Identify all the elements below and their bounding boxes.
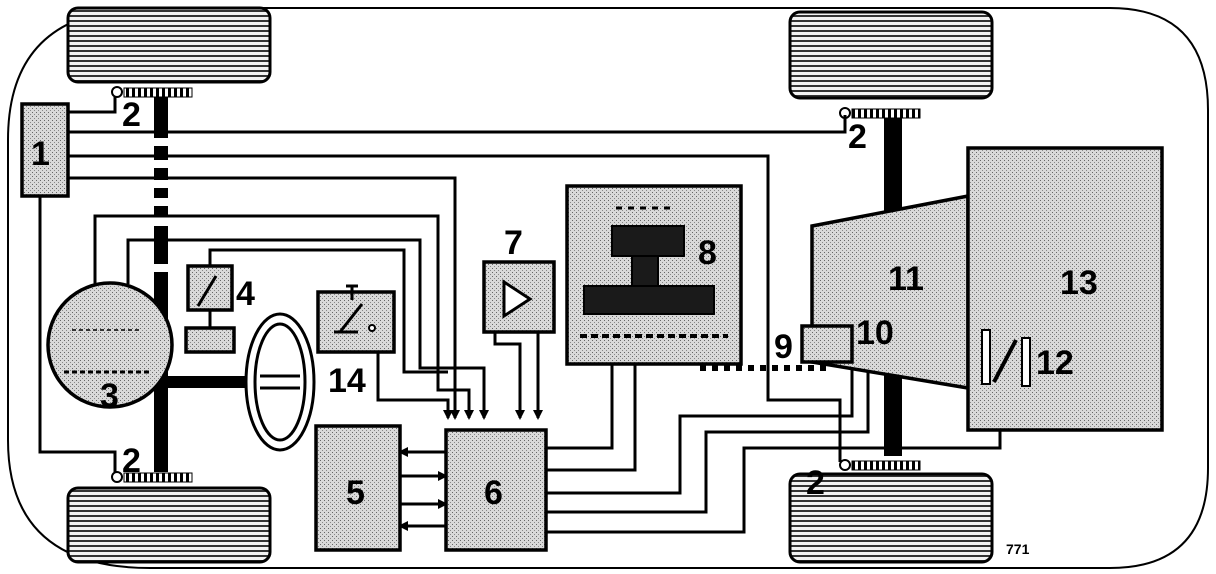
label-12: 12 (1036, 344, 1074, 382)
label-2-front-bottom: 2 (122, 442, 141, 480)
label-14: 14 (328, 362, 366, 400)
label-3: 3 (100, 377, 119, 415)
component-3-steering-unit (46, 281, 174, 409)
component-14-switch (316, 284, 396, 354)
wheel-speed-sensor-front-top (111, 86, 193, 98)
component-1-box (20, 102, 70, 198)
label-7: 7 (504, 224, 523, 262)
steering-wheel (244, 312, 316, 452)
rear-right-wheel (788, 472, 994, 564)
label-11: 11 (888, 260, 924, 298)
wiring (38, 97, 1002, 534)
component-12-clutch (981, 329, 1031, 387)
front-axle (154, 92, 168, 472)
wheel-speed-sensor-front-bottom (111, 471, 193, 483)
component-8-display-unit (565, 184, 743, 366)
vehicle-outline (7, 7, 1209, 569)
component-6-control-unit (444, 428, 548, 552)
wheel-speed-sensor-rear-bottom (839, 459, 921, 471)
component-4 (184, 264, 236, 354)
steering-column (160, 376, 272, 388)
rear-left-wheel (788, 10, 994, 100)
label-8: 8 (698, 234, 717, 272)
label-2-rear-bottom: 2 (806, 464, 825, 502)
label-2-rear-top: 2 (848, 118, 867, 156)
component-5-box (314, 424, 402, 552)
label-6: 6 (484, 474, 503, 512)
figure-number: 771 (1006, 541, 1030, 557)
front-right-wheel (66, 486, 272, 564)
label-2-front-top: 2 (122, 96, 141, 134)
wheel-speed-sensor-rear-top (839, 107, 921, 119)
label-5: 5 (346, 474, 365, 512)
label-4: 4 (236, 275, 255, 313)
front-left-wheel (66, 6, 272, 84)
component-9-box (800, 324, 854, 364)
label-13: 13 (1060, 264, 1098, 302)
component-13-engine (966, 146, 1164, 432)
label-1: 1 (31, 135, 50, 173)
label-10: 10 (856, 314, 894, 352)
component-7-amplifier (482, 260, 556, 334)
label-9: 9 (774, 328, 793, 366)
